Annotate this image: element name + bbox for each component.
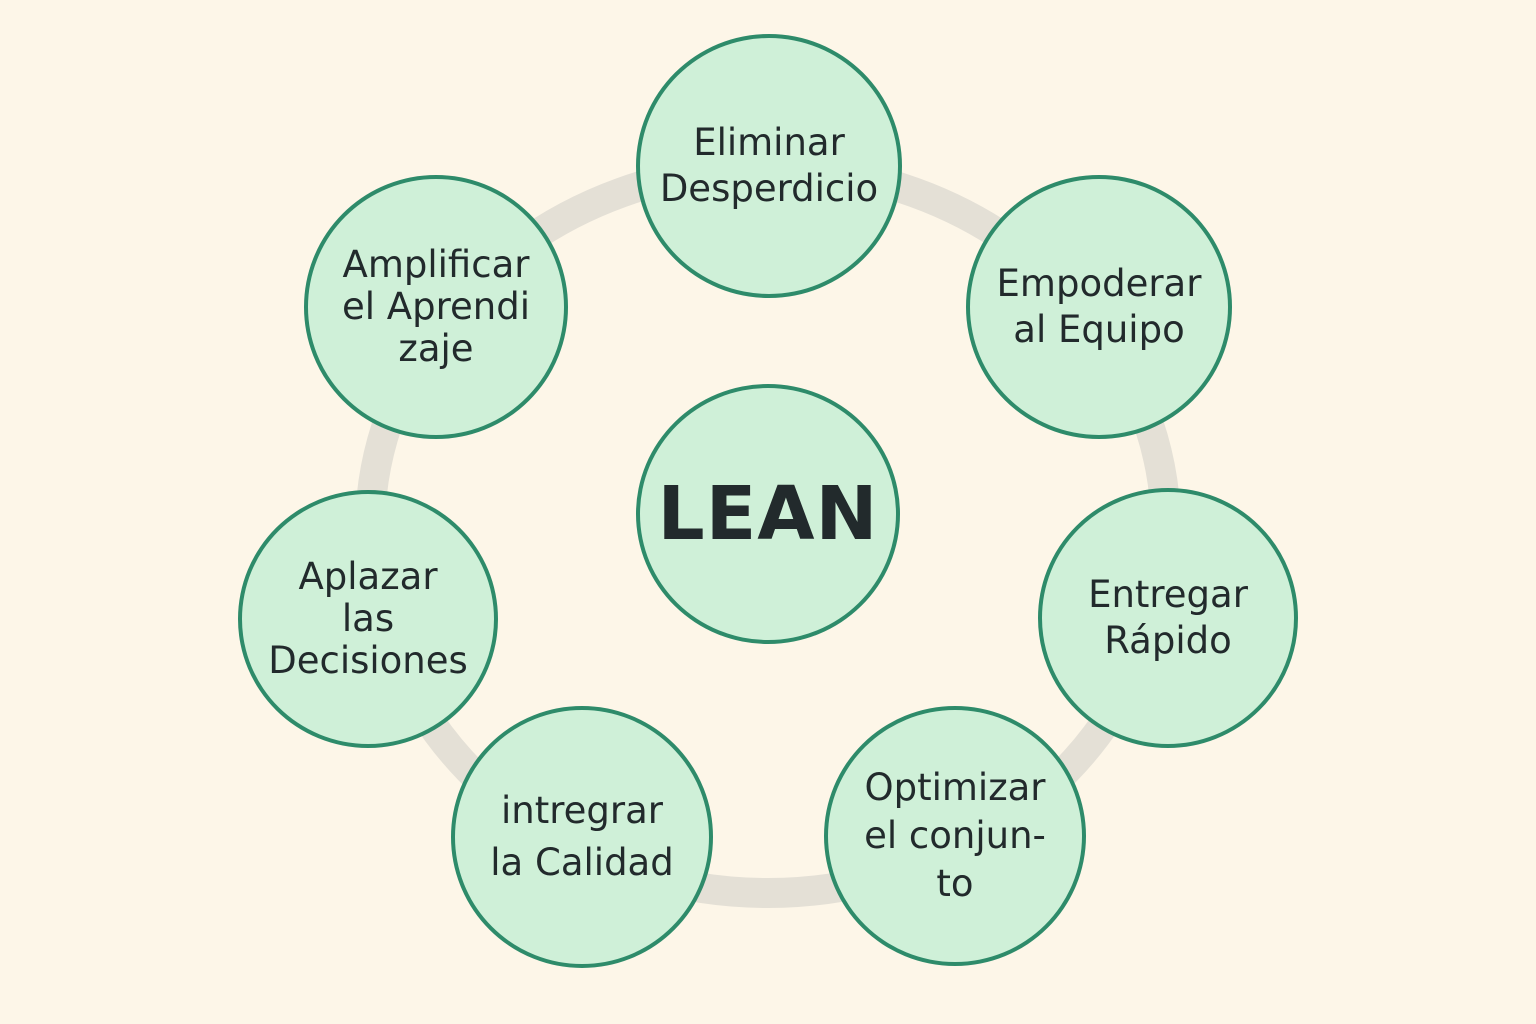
principle-node-aplazar-decisiones: Aplazar las Decisiones [238, 490, 498, 748]
principle-label: intregrar la Calidad [490, 789, 674, 884]
principle-label: Aplazar las Decisiones [268, 555, 468, 682]
principle-node-amplificar-aprendizaje: Amplificar el Aprendi zaje [304, 175, 568, 439]
principle-node-integrar-calidad: intregrar la Calidad [451, 706, 713, 968]
principle-node-eliminar-desperdicio: Eliminar Desperdicio [636, 34, 902, 298]
principle-label: Amplificar el Aprendi zaje [342, 243, 530, 370]
principle-label: Entregar Rápido [1088, 573, 1248, 662]
principle-label: Eliminar Desperdicio [659, 121, 879, 210]
principle-label: Optimizar el conjun- to [864, 766, 1046, 905]
principle-node-optimizar-conjunto: Optimizar el conjun- to [824, 706, 1086, 966]
center-label: LEAN [657, 471, 879, 557]
principle-label: Empoderar al Equipo [996, 262, 1202, 351]
principle-node-entregar-rapido: Entregar Rápido [1038, 488, 1298, 748]
center-node-lean: LEAN [636, 384, 900, 644]
principle-node-empoderar-equipo: Empoderar al Equipo [966, 175, 1232, 439]
